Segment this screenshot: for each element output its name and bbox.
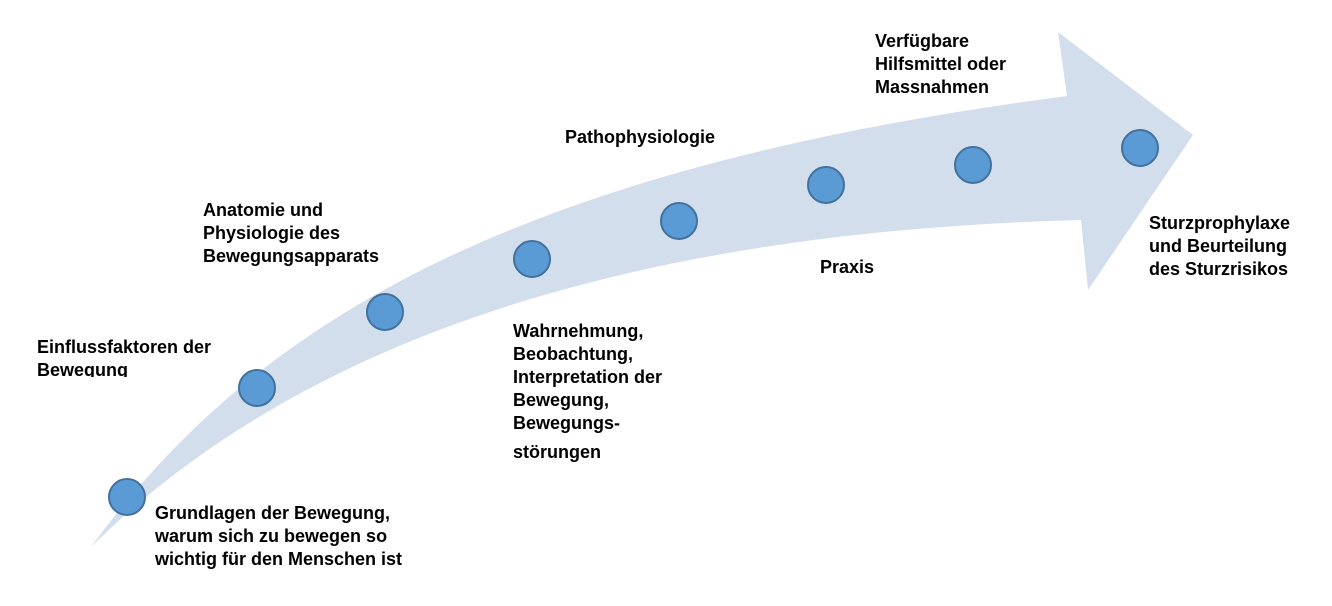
step-label-line: Grundlagen der Bewegung, [155,503,391,523]
step-marker-5 [660,202,698,240]
step-label-line: Bewegung [37,360,129,377]
step-label-line: Massnahmen [875,77,990,97]
step-label-1: Grundlagen der Bewegung, warum sich zu b… [155,502,402,571]
step-label-line: Verfügbare [875,31,970,51]
step-label-line: störungen [513,442,601,462]
step-label-line: Bewegungs- [513,413,621,433]
step-label-line: Sturzprophylaxe [1149,213,1291,233]
step-label-line: Bewegung, [513,390,610,410]
step-label-line: und Beurteilung [1149,236,1287,256]
step-label-line: Anatomie und [203,200,323,220]
step-label-line: Praxis [820,257,875,277]
step-label-6: Praxis [820,256,874,279]
step-marker-3 [366,293,404,331]
step-label-3: Anatomie und Physiologie des Bewegungsap… [203,199,379,268]
step-label-line: Interpretation der [513,367,663,387]
step-label-7: Verfügbare Hilfsmittel oder Massnahmen [875,30,1006,99]
step-label-line: warum sich zu bewegen so [155,526,388,546]
step-marker-2 [238,369,276,407]
step-label-5: Pathophysiologie [565,126,715,149]
step-label-2: Einflussfaktoren der Bewegung [37,336,211,377]
curved-arrow [91,32,1193,547]
step-label-4: Wahrnehmung, Beobachtung, Interpretation… [513,320,662,464]
step-marker-4 [513,240,551,278]
step-label-line: wichtig für den Menschen ist [155,549,403,569]
step-marker-7 [954,146,992,184]
step-markers [108,129,1159,516]
step-label-line: Wahrnehmung, [513,321,644,341]
step-label-line: Pathophysiologie [565,127,716,147]
step-marker-6 [807,166,845,204]
step-label-line: Hilfsmittel oder [875,54,1007,74]
step-label-line: des Sturzrisikos [1149,259,1289,279]
step-marker-1 [108,478,146,516]
step-label-line: Bewegungsapparats [203,246,380,266]
step-label-line: Einflussfaktoren der [37,337,212,357]
step-label-8: Sturzprophylaxe und Beurteilung des Stur… [1149,212,1290,281]
step-marker-8 [1121,129,1159,167]
step-label-line: Physiologie des [203,223,341,243]
step-label-line: Beobachtung, [513,344,633,364]
